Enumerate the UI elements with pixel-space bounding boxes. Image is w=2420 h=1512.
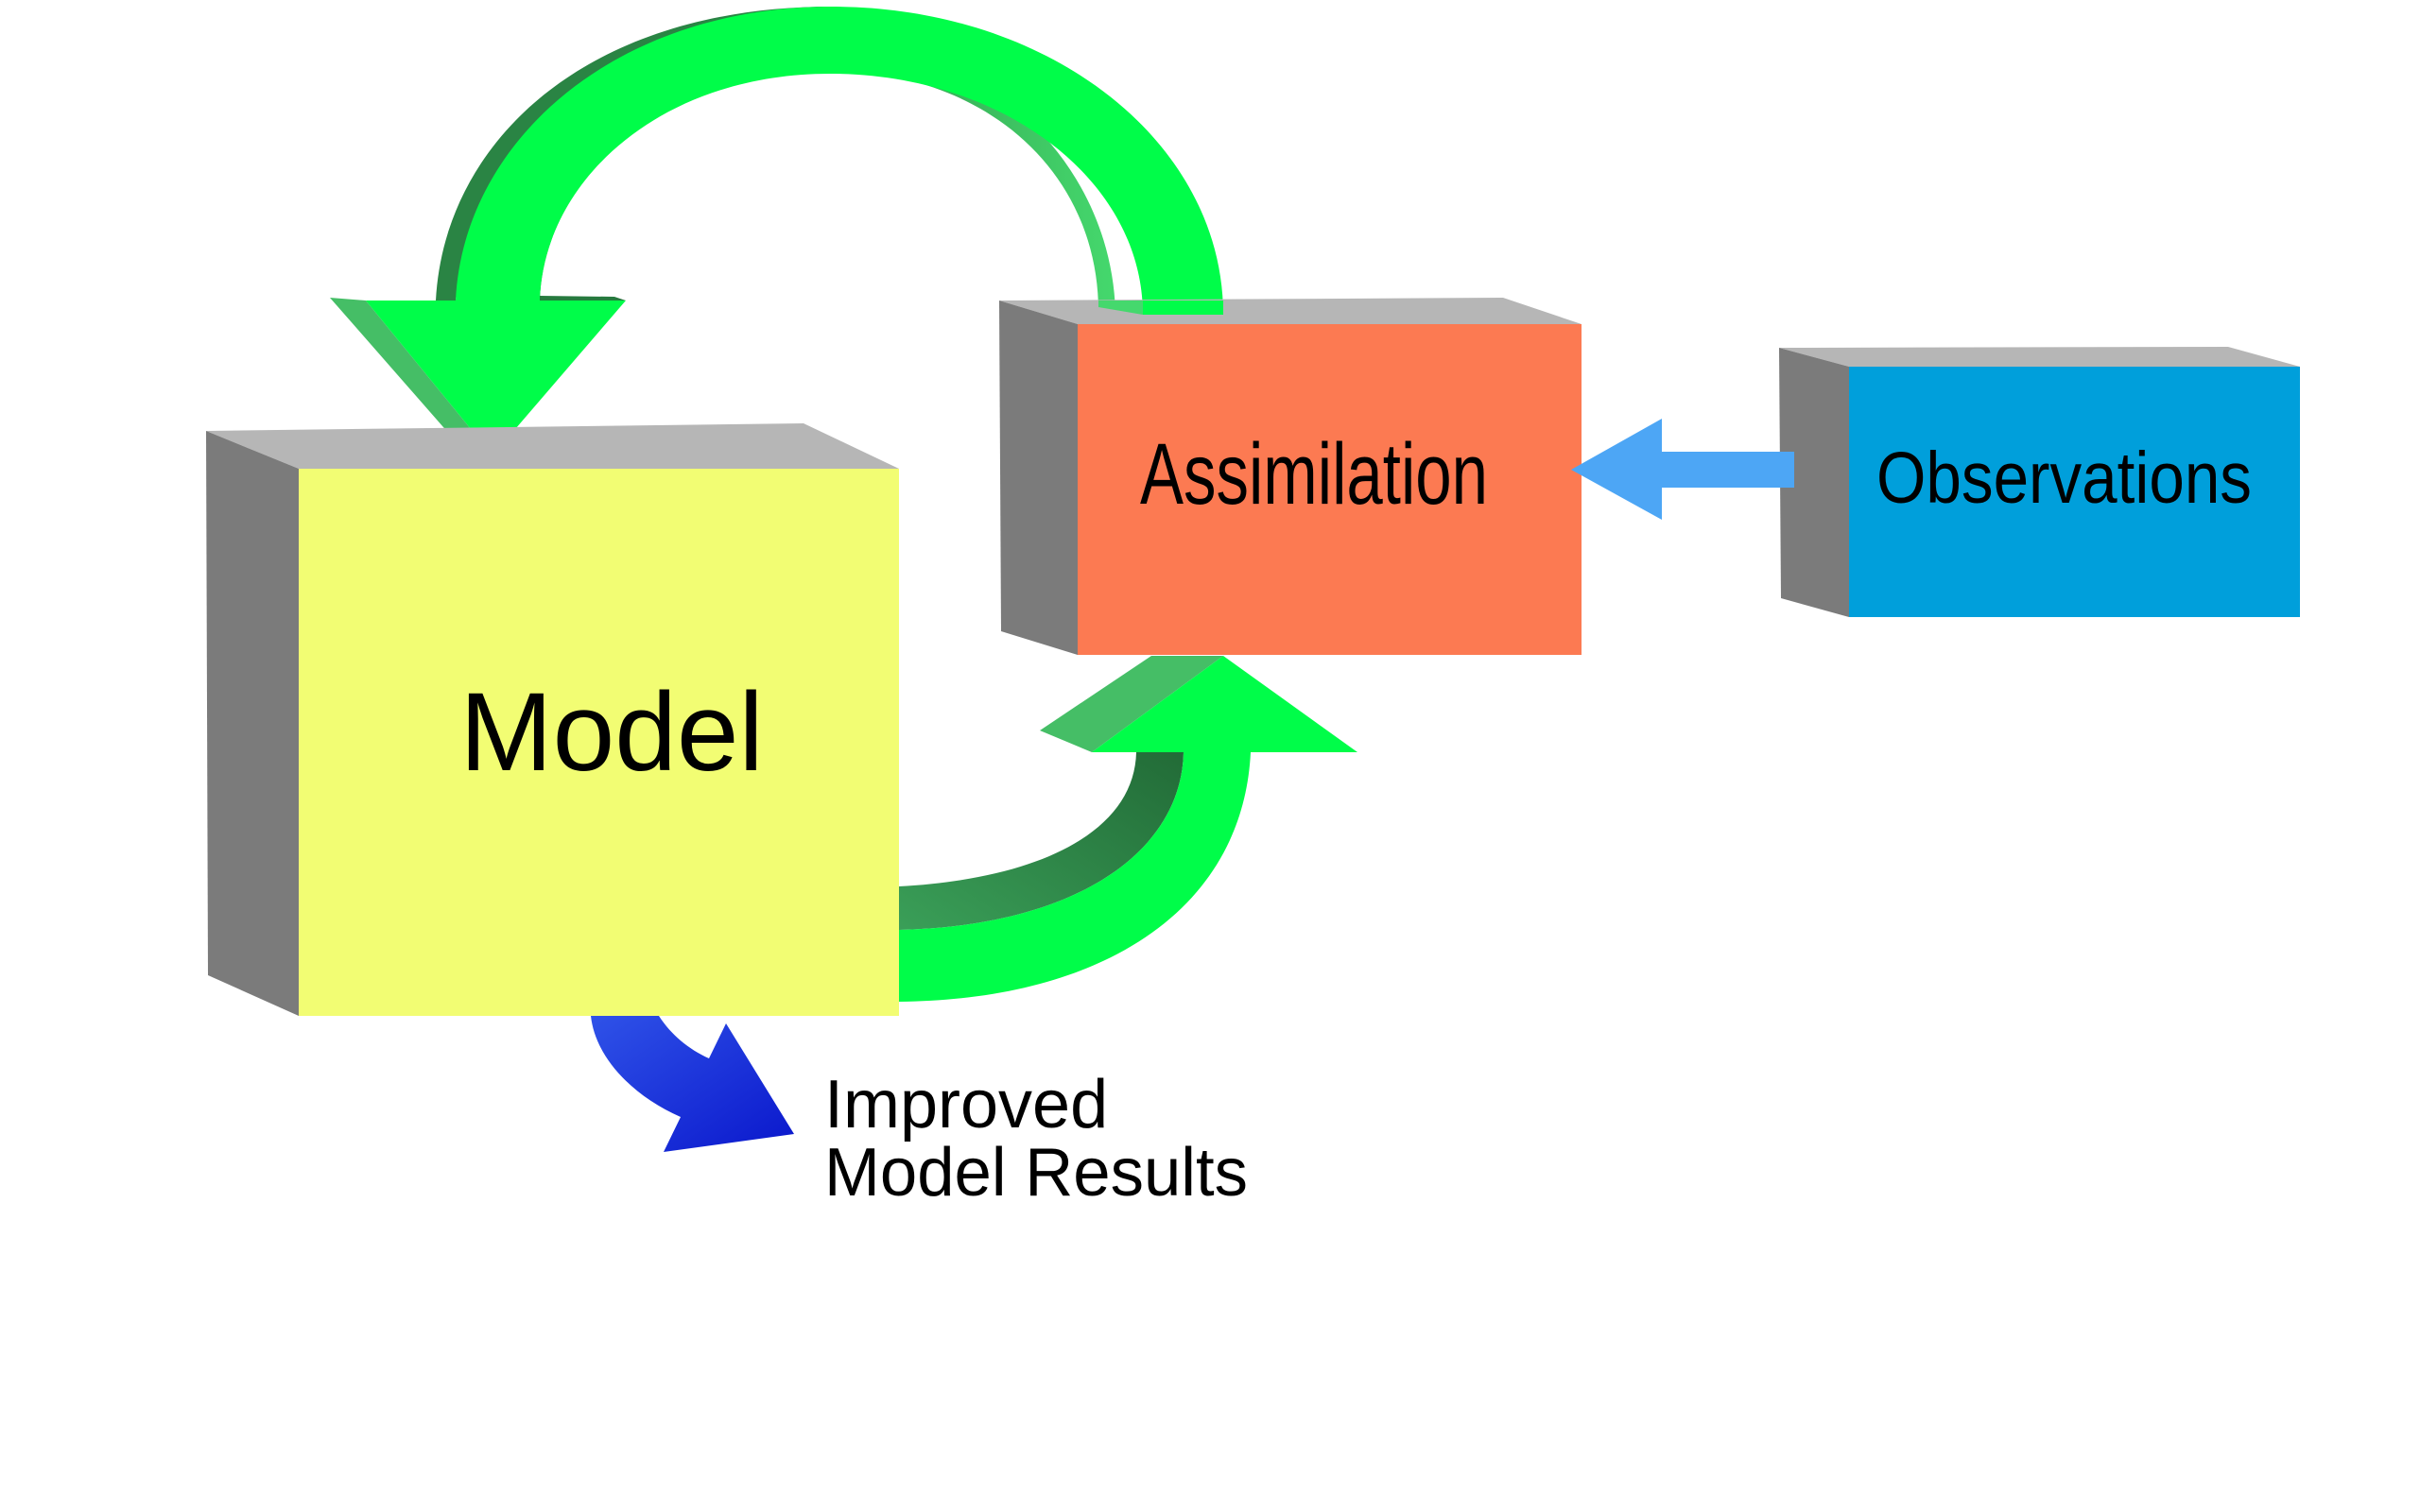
assimilation-label: Assimilation bbox=[1140, 426, 1488, 523]
model-box-front-face bbox=[299, 469, 899, 1016]
model-box-side-face bbox=[206, 431, 299, 1016]
observations-label: Observations bbox=[1876, 438, 2252, 519]
observations-to-assimilation-arrow bbox=[1571, 419, 1794, 520]
output-label-line2: Model Results bbox=[824, 1135, 1248, 1211]
forecast-arrowhead bbox=[1092, 656, 1357, 752]
output-label-line1: Improved bbox=[824, 1067, 1108, 1143]
feedback-arrow-assimilation-to-model bbox=[330, 7, 1223, 455]
model-box-top-face bbox=[206, 423, 899, 469]
model-label: Model bbox=[459, 670, 763, 795]
output-arrow bbox=[591, 1016, 794, 1152]
assimilation-box-front-face bbox=[1078, 324, 1582, 655]
observations-box-top-face bbox=[1779, 347, 2300, 367]
feedback-arrow-foot bbox=[1098, 301, 1223, 315]
assimilation-box-top-face bbox=[999, 298, 1582, 324]
observations-box[interactable]: Observations bbox=[1779, 347, 2300, 617]
output-label: Improved Model Results bbox=[824, 1067, 1248, 1211]
feedback-arrowhead-top-edge bbox=[540, 296, 626, 301]
assimilation-box[interactable]: Assimilation bbox=[999, 298, 1582, 655]
feedback-arrowhead bbox=[366, 301, 626, 455]
assimilation-box-side-face bbox=[999, 301, 1078, 655]
model-box[interactable]: Model bbox=[206, 423, 899, 1016]
forecast-arrow-body bbox=[899, 752, 1251, 1002]
feedback-arrowhead-shadow bbox=[330, 298, 493, 455]
feedback-arrow-body bbox=[456, 7, 1223, 315]
forecast-arrow-model-to-assimilation bbox=[899, 656, 1357, 1002]
forecast-arrow-shadow bbox=[899, 752, 1184, 930]
observations-box-front-face bbox=[1849, 367, 2300, 617]
forecast-arrowhead-shadow bbox=[1040, 656, 1223, 752]
observations-box-side-face bbox=[1779, 348, 1849, 617]
